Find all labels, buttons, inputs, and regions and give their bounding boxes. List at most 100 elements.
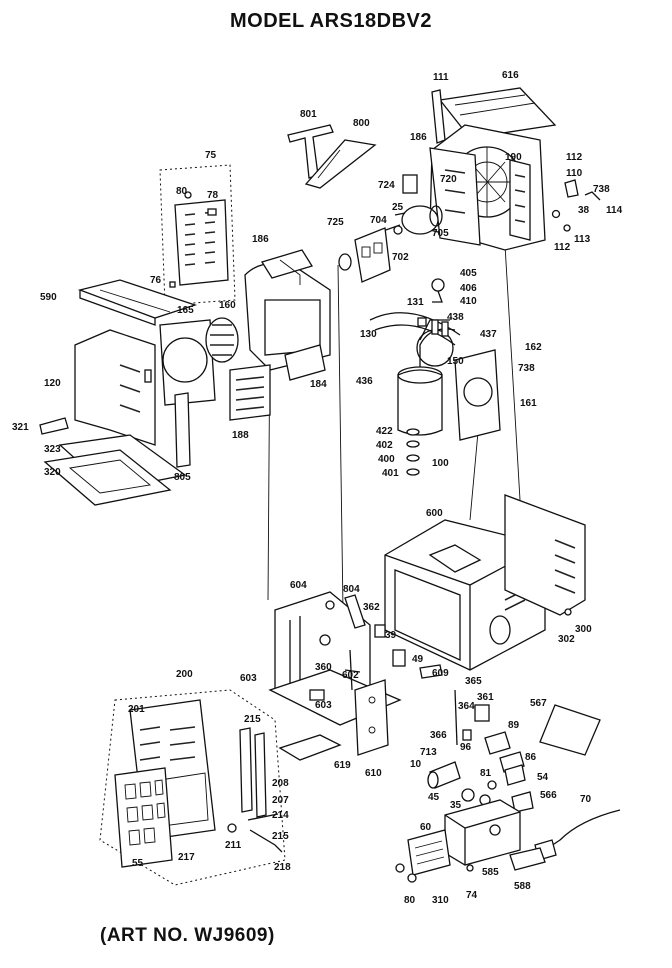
- label-604: 604: [290, 580, 307, 591]
- label-609: 609: [432, 668, 449, 679]
- label-602: 602: [342, 670, 359, 681]
- parts-400-402-grommets: [406, 428, 420, 476]
- label-70: 70: [580, 794, 592, 805]
- label-35: 35: [450, 800, 462, 811]
- label-120: 120: [44, 378, 61, 389]
- label-214: 214: [272, 810, 289, 821]
- label-366: 366: [430, 730, 447, 741]
- label-323: 323: [44, 444, 61, 455]
- label-81: 81: [480, 768, 492, 779]
- part-188-evaporator-coil: [229, 364, 271, 421]
- label-588: 588: [514, 881, 531, 892]
- label-619: 619: [334, 760, 351, 771]
- part-619-drain-pan: [278, 734, 342, 761]
- label-165: 165: [177, 305, 194, 316]
- part-186-condenser-coil: [429, 147, 481, 246]
- label-401: 401: [382, 468, 399, 479]
- page-title: MODEL ARS18DBV2: [230, 10, 432, 32]
- part-120-cabinet-side: [74, 329, 156, 446]
- part-100-compressor: [397, 328, 456, 436]
- part-590-top-cover: [77, 279, 198, 326]
- group-75-outline: [159, 164, 236, 306]
- label-364: 364: [458, 701, 475, 712]
- label-603b: 603: [315, 700, 332, 711]
- part-70-power-cord: [534, 809, 621, 861]
- label-566: 566: [540, 790, 557, 801]
- label-89: 89: [508, 720, 520, 731]
- label-190: 190: [505, 152, 522, 163]
- label-402: 402: [376, 440, 393, 451]
- label-215b: 215: [272, 831, 289, 842]
- part-186-scroll-housing: [244, 249, 331, 371]
- label-160: 160: [219, 300, 236, 311]
- label-438: 438: [447, 312, 464, 323]
- label-422: 422: [376, 426, 393, 437]
- label-217: 217: [178, 852, 195, 863]
- group-200-outline: [99, 689, 286, 886]
- label-585: 585: [482, 867, 499, 878]
- label-310: 310: [432, 895, 449, 906]
- label-218: 218: [274, 862, 291, 873]
- label-437: 437: [480, 329, 497, 340]
- label-400: 400: [378, 454, 395, 465]
- part-800-rail: [304, 139, 377, 189]
- label-100: 100: [432, 458, 449, 469]
- label-720: 720: [440, 174, 457, 185]
- label-201: 201: [128, 704, 145, 715]
- label-801: 801: [300, 109, 317, 120]
- part-588-bracket: [509, 847, 546, 871]
- label-610: 610: [365, 768, 382, 779]
- part-805-bracket: [174, 392, 191, 468]
- part-725-motor-mount: [338, 227, 391, 283]
- label-86: 86: [525, 752, 537, 763]
- label-705: 705: [432, 228, 449, 239]
- label-702: 702: [392, 252, 409, 263]
- label-39: 39: [385, 630, 397, 641]
- part-215-louvers: [239, 727, 267, 818]
- label-131: 131: [407, 297, 424, 308]
- label-114: 114: [606, 205, 623, 216]
- label-75: 75: [205, 150, 217, 161]
- label-361: 361: [477, 692, 494, 703]
- label-300: 300: [575, 624, 592, 635]
- label-302: 302: [558, 634, 575, 645]
- label-80b: 80: [404, 895, 416, 906]
- label-436: 436: [356, 376, 373, 387]
- label-215: 215: [244, 714, 261, 725]
- label-54: 54: [537, 772, 549, 783]
- label-10: 10: [410, 759, 422, 770]
- part-55-filter: [114, 767, 173, 868]
- label-603: 603: [240, 673, 257, 684]
- parts-361-364-89-switches: [454, 689, 525, 773]
- part-585-control-box: [444, 799, 521, 866]
- part-165-orifice: [159, 319, 216, 406]
- label-112b: 112: [554, 242, 571, 253]
- parts-81-54-45-35: [461, 764, 534, 813]
- label-76: 76: [150, 275, 162, 286]
- part-160-blower-wheel: [205, 317, 239, 363]
- part-214-216-linkage: [227, 813, 283, 853]
- label-25: 25: [392, 202, 404, 213]
- label-207: 207: [272, 795, 289, 806]
- part-75-front-grille: [169, 191, 229, 288]
- label-805: 805: [174, 472, 191, 483]
- part-724-plate: [402, 174, 418, 194]
- label-804: 804: [343, 584, 360, 595]
- label-410: 410: [460, 296, 477, 307]
- label-49: 49: [412, 654, 424, 665]
- part-567-cover: [539, 704, 601, 756]
- label-110: 110: [566, 168, 583, 179]
- part-111-bracket: [431, 89, 446, 144]
- label-74: 74: [466, 890, 478, 901]
- part-300-rear-panel: [504, 494, 586, 616]
- label-211: 211: [225, 840, 242, 851]
- label-738: 738: [593, 184, 610, 195]
- label-738b: 738: [518, 363, 535, 374]
- label-60: 60: [420, 822, 432, 833]
- label-616: 616: [502, 70, 519, 81]
- label-321: 321: [12, 422, 29, 433]
- label-208: 208: [272, 778, 289, 789]
- label-112: 112: [566, 152, 583, 163]
- label-567: 567: [530, 698, 547, 709]
